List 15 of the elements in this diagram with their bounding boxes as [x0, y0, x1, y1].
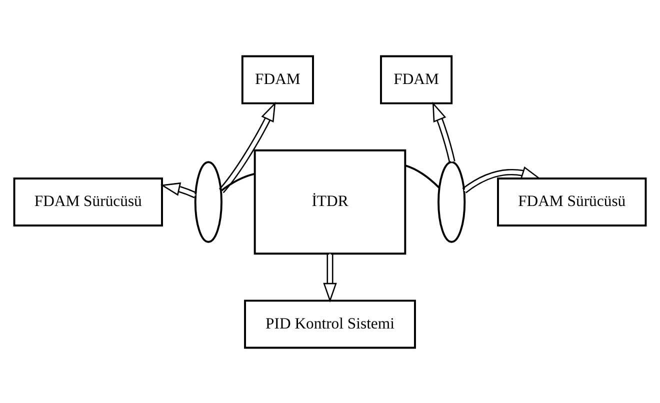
arrow — [432, 101, 456, 162]
connector — [220, 172, 256, 191]
node-box: PID Kontrol Sistemi — [244, 299, 416, 348]
node-ellipse — [194, 160, 222, 242]
arrow — [323, 253, 337, 302]
arrow — [218, 101, 276, 193]
arrow — [462, 166, 541, 193]
node-box: FDAM Sürücüsü — [13, 177, 163, 226]
node-box: İTDR — [254, 148, 406, 254]
node-box: FDAM Sürücüsü — [497, 177, 647, 226]
arrow — [160, 182, 197, 198]
node-box: FDAM — [380, 54, 453, 104]
connector — [405, 164, 440, 188]
node-box: FDAM — [241, 54, 314, 104]
node-ellipse — [438, 160, 466, 242]
